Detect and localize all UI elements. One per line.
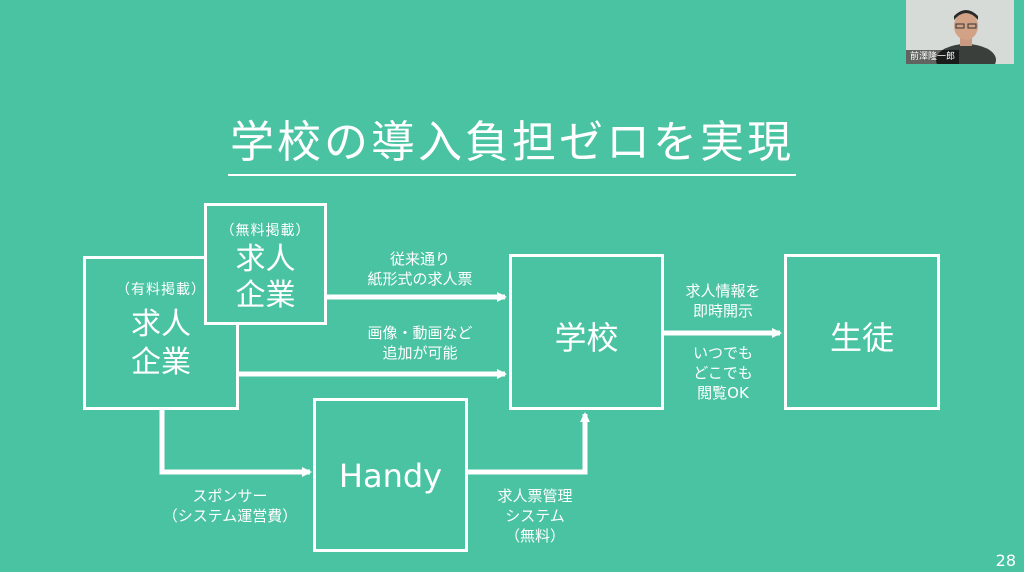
edge-label-school-to-students-bottom: いつでも どこでも 閲覧OK <box>662 343 784 403</box>
edge-label-handy-to-school: 求人票管理 システム （無料） <box>466 486 604 546</box>
edge-label-line: （システム運営費） <box>162 507 298 525</box>
edge-label-paid-to-handy: スポンサー （システム運営費） <box>150 486 310 526</box>
edge-label-line: 従来通り <box>389 250 450 268</box>
handy-label: Handy <box>338 457 443 495</box>
handy-node: Handy <box>313 398 468 552</box>
free-company-line1: 求人 <box>235 242 296 277</box>
page-number: 28 <box>995 551 1016 570</box>
paid-company-tag: （有料掲載） <box>116 282 206 298</box>
paid-company-line2: 企業 <box>131 345 191 380</box>
edge-label-paid-to-school: 画像・動画など 追加が可能 <box>340 323 500 363</box>
slide-title: 学校の導入負担ゼロを実現 <box>0 106 1024 176</box>
students-label: 生徒 <box>829 319 894 357</box>
edge-label-line: 追加が可能 <box>382 344 458 362</box>
edge-label-line: 閲覧OK <box>697 384 749 402</box>
edge-label-line: システム <box>505 507 565 525</box>
edge-label-free-to-school: 従来通り 紙形式の求人票 <box>340 249 500 289</box>
edge-label-line: いつでも <box>692 344 753 362</box>
students-node: 生徒 <box>784 254 940 410</box>
arrow-paid-to-handy <box>159 410 312 477</box>
edge-label-line: 求人情報を <box>685 282 761 300</box>
edge-label-line: 紙形式の求人票 <box>367 270 473 288</box>
free-company-node: （無料掲載） 求人 企業 <box>204 203 327 325</box>
arrow-handy-to-school <box>466 412 590 475</box>
school-node: 学校 <box>509 254 664 410</box>
edge-label-line: 画像・動画など <box>367 324 473 342</box>
edge-label-line: どこでも <box>693 364 753 382</box>
edge-label-school-to-students-top: 求人情報を 即時開示 <box>662 281 784 321</box>
slide-title-text: 学校の導入負担ゼロを実現 <box>228 106 796 176</box>
school-label: 学校 <box>554 319 619 357</box>
edge-label-line: 求人票管理 <box>497 487 573 505</box>
participant-name: 前澤隆一郎 <box>906 50 960 64</box>
webcam-thumbnail[interactable]: 前澤隆一郎 <box>906 0 1014 64</box>
paid-company-line1: 求人 <box>131 307 191 342</box>
paid-company-node: （有料掲載） 求人 企業 <box>83 256 239 410</box>
edge-label-line: スポンサー <box>192 487 268 505</box>
free-company-line2: 企業 <box>235 278 296 313</box>
edge-label-line: 即時開示 <box>692 302 753 320</box>
free-company-tag: （無料掲載） <box>220 223 311 239</box>
edge-label-line: （無料） <box>504 527 565 545</box>
